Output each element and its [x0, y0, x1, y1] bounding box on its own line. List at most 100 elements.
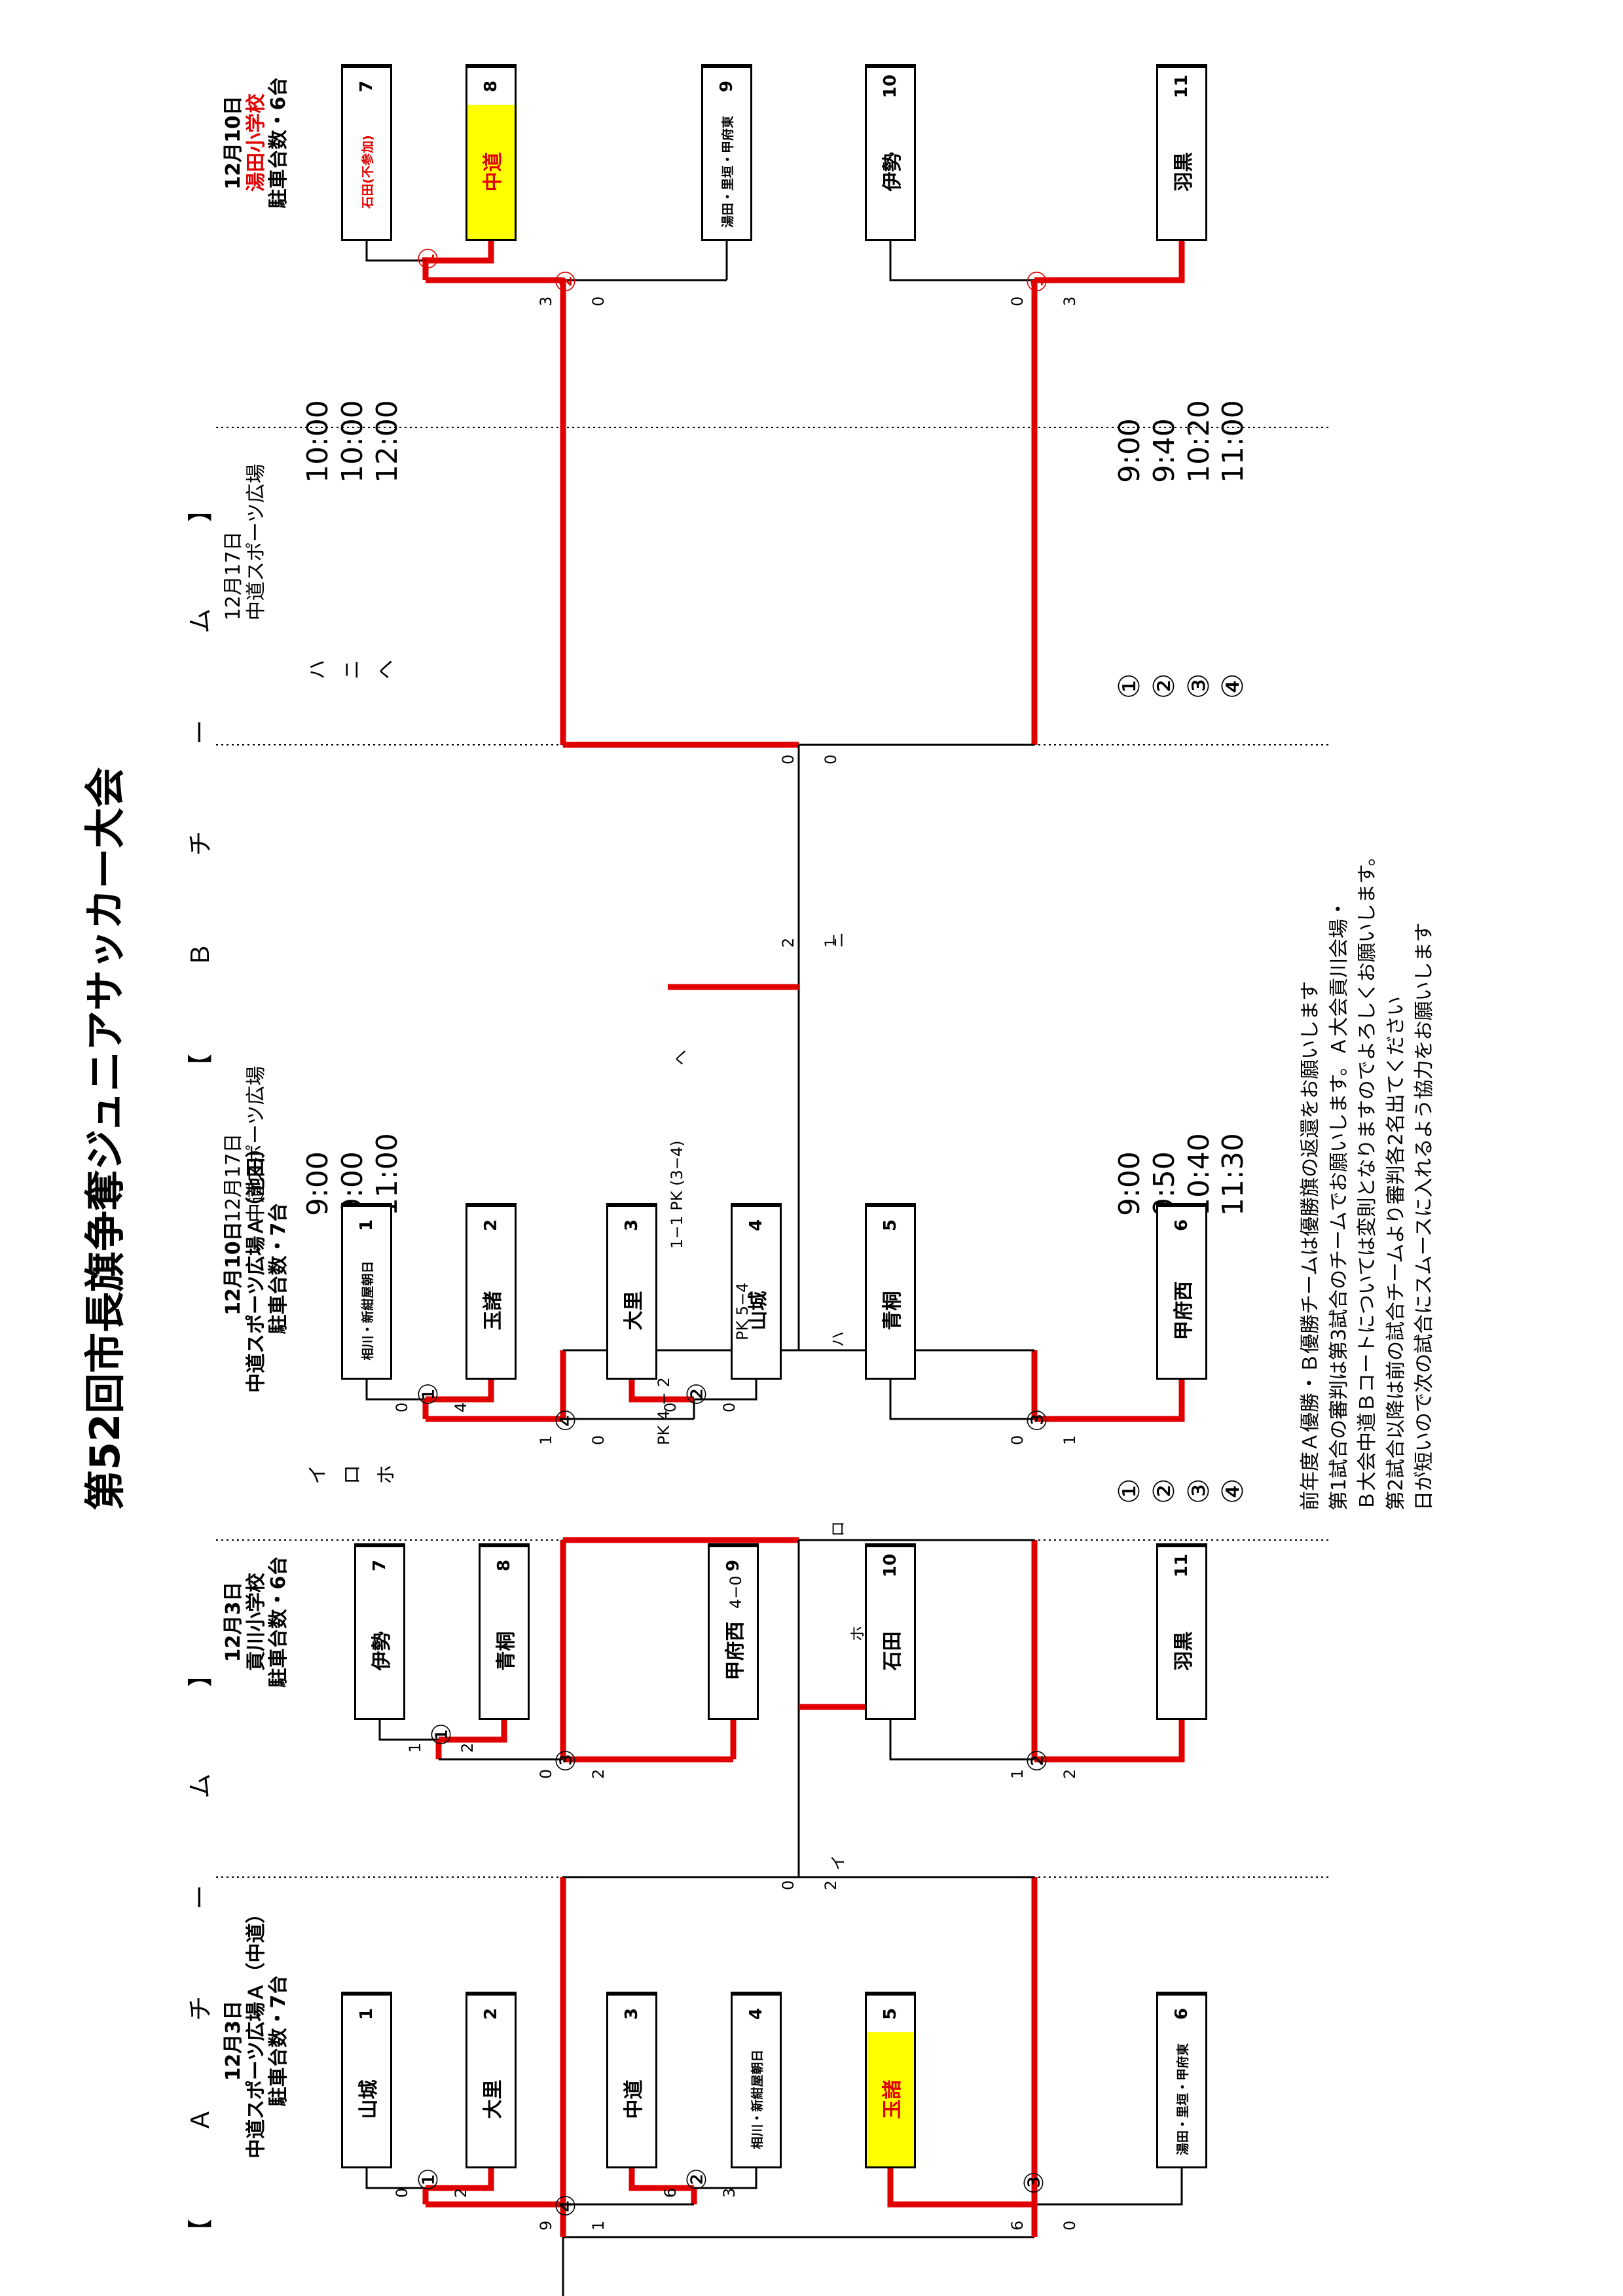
schedule-a-code: ロ — [340, 1465, 364, 1484]
venue-b-final-date: 12月17日 — [222, 531, 245, 620]
a-round-circle: ② — [1147, 1478, 1181, 1504]
score-label: 0 — [779, 754, 797, 764]
b-round-time: 10:20 — [1182, 400, 1216, 483]
schedule-b-time: 10:00 — [335, 400, 369, 483]
team-number: 2 — [467, 1994, 515, 2032]
bracket-line — [365, 1380, 426, 1401]
a-round-time: 11:30 — [1216, 1133, 1250, 1216]
score-label: 1−1 PK (3−4) — [668, 1140, 686, 1249]
a-round-time: 9:00 — [1113, 1151, 1146, 1216]
winner-path — [629, 1380, 694, 1403]
team-name: 青桐 — [495, 1631, 518, 1671]
schedule-b-time: 10:00 — [301, 400, 335, 483]
score-label: 0 — [589, 1435, 608, 1445]
a-round-circle: ① — [1113, 1478, 1146, 1504]
winner-path — [426, 1380, 494, 1403]
score-label: 0 — [720, 1402, 739, 1412]
b-round-circles: ① ② ③ ④ — [1113, 673, 1251, 699]
match-number: ② — [551, 270, 581, 293]
winner-path — [1034, 1380, 1185, 1422]
team-name: 伊勢 — [371, 1631, 393, 1671]
note-line: 前年度Ａ優勝・Ｂ優勝チームは優勝旗の返還をお願いします — [1299, 980, 1322, 1511]
team-number: 5 — [867, 1205, 914, 1244]
schedule-b-code: ハ — [306, 660, 329, 679]
team-box: 伊勢 7 — [354, 1543, 405, 1720]
schedule-a-codes: イ ロ ホ — [301, 1465, 405, 1484]
notes-block: 前年度Ａ優勝・Ｂ優勝チームは優勝旗の返還をお願いします 第1試合の審判は第3試合… — [1296, 846, 1439, 1511]
score-label: 4 — [452, 1402, 470, 1412]
score-label: 0 — [393, 1402, 411, 1412]
score-label: 3 — [1061, 296, 1079, 306]
winner-path — [439, 1720, 507, 1743]
match-number: ③ — [1023, 1408, 1053, 1432]
score-label: 6 — [1008, 2220, 1027, 2231]
team-name: 相川・新紺屋朝日 — [360, 1261, 375, 1361]
venue-b1-place: 中道スポーツ広場Ａ（池田） — [244, 1138, 268, 1393]
bracket-line — [694, 1380, 757, 1401]
winner-path — [629, 2168, 694, 2191]
score-label: 0 — [1008, 1435, 1027, 1445]
venue-b2: 12月10日 湯田小学校 駐車台数・6台 — [222, 45, 291, 241]
team-name: 青桐 — [881, 1291, 904, 1331]
score-label: 0 — [779, 1880, 797, 1890]
team-number: 2 — [467, 1205, 515, 1244]
team-name: 山城 — [357, 2079, 380, 2119]
team-box: 伊勢 10 — [865, 64, 916, 241]
match-number: ④ — [551, 1408, 581, 1432]
venue-a2-date: 12月3日 — [222, 1581, 245, 1662]
team-number: 7 — [356, 1545, 403, 1584]
team-box: 青桐 5 — [865, 1203, 916, 1380]
score-label: 6 — [661, 2187, 680, 2198]
score-label: 2 — [822, 1880, 840, 1890]
score-label: 3 — [537, 296, 555, 306]
schedule-b-code: ヘ — [375, 660, 398, 679]
score-label: 0 — [393, 2187, 411, 2198]
bracket-line — [365, 241, 426, 262]
team-number: 11 — [1158, 1545, 1205, 1584]
schedule-b-code: ニ — [340, 660, 364, 679]
team-number: 1 — [343, 1205, 390, 1244]
score-label: 1 — [589, 2220, 608, 2231]
score-label: 2 — [1061, 1768, 1079, 1779]
bracket-line — [889, 241, 1034, 281]
match-number: ① — [414, 1382, 444, 1406]
team-number: 9 — [703, 66, 750, 105]
venue-a2-place: 貢川小学校 — [244, 1573, 268, 1671]
schedule-a-code: ホ — [375, 1465, 398, 1484]
score-label: 2 — [452, 2187, 470, 2198]
venue-b1: 12月10日 中道スポーツ広場Ａ（池田） 駐車台数・7台 — [222, 1138, 291, 1393]
team-name: 伊勢 — [881, 152, 904, 192]
match-number: ③ — [551, 1749, 581, 1772]
note-line: Ｂ大会中道Ｂコートについては変則となりますのでよろしくお願いします。 — [1356, 846, 1379, 1511]
bracket-line — [889, 1380, 1034, 1420]
score-label: 0 — [589, 296, 608, 306]
team-name: 大里 — [623, 1291, 646, 1331]
winner-path — [1034, 1720, 1185, 1763]
match-number: ③ — [1019, 2171, 1049, 2195]
team-number: 7 — [343, 66, 390, 105]
team-name: 羽黒 — [1173, 152, 1195, 192]
team-number: 4 — [733, 1994, 780, 2032]
b-round-circle: ① — [1113, 673, 1146, 699]
bracket-line — [889, 1720, 1034, 1761]
bracket-line — [1034, 2168, 1183, 2206]
team-number: 10 — [867, 66, 914, 105]
score-label: ハ — [829, 1331, 847, 1347]
note-line: 第2試合以降は前の試合チームより審判各2名出てください — [1384, 996, 1408, 1511]
match-number: ② — [682, 1382, 712, 1406]
team-name: 大里 — [482, 2079, 505, 2119]
score-label: 0 — [1061, 2220, 1079, 2231]
score-label: 1 — [406, 1742, 424, 1753]
b-round-time: 11:00 — [1216, 400, 1250, 483]
venue-b-final-info: 12月17日 中道スポーツ広場 — [222, 464, 268, 620]
bracket-line — [365, 2168, 426, 2189]
venue-b2-parking: 駐車台数・6台 — [267, 77, 290, 209]
venue-a2-parking: 駐車台数・6台 — [267, 1556, 290, 1688]
